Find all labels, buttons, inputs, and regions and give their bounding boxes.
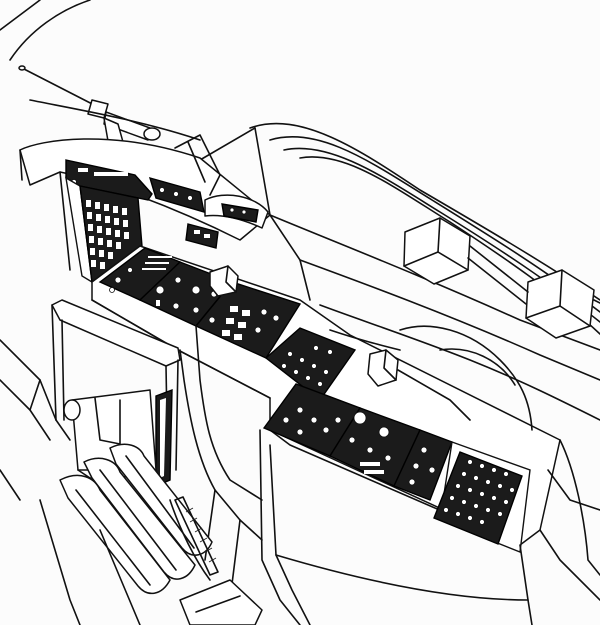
- seat-frame: [51, 299, 181, 481]
- switch-grid: [86, 200, 129, 269]
- canopy-frame: [0, 0, 600, 381]
- console-panel-4: [264, 327, 357, 402]
- console-panel-1: [98, 247, 182, 301]
- right-sidewall: [319, 304, 600, 601]
- floor-plate: [179, 579, 263, 625]
- canopy-rail: [469, 245, 529, 293]
- right-console-panel: [433, 441, 531, 553]
- upper-mid-panel: [148, 176, 205, 213]
- pedal-rack: [174, 496, 219, 576]
- floor-rails: [39, 443, 213, 625]
- seat-side-rail: [155, 388, 173, 488]
- console-panel-6: [328, 407, 421, 487]
- dash-gauge-cluster: [204, 194, 269, 229]
- console-mount: [367, 349, 471, 421]
- small-indicator-panel: [185, 223, 219, 249]
- canopy-rail-clamp-2: [525, 269, 595, 339]
- canopy-rail-lower: [467, 257, 527, 305]
- console-panel-5: [262, 383, 362, 457]
- canopy-rail-clamp-1: [403, 217, 471, 285]
- seat-linkage: [0, 339, 57, 501]
- console-panel-3: [194, 281, 302, 359]
- console-module: [209, 265, 239, 297]
- left-side-panel: [65, 176, 143, 284]
